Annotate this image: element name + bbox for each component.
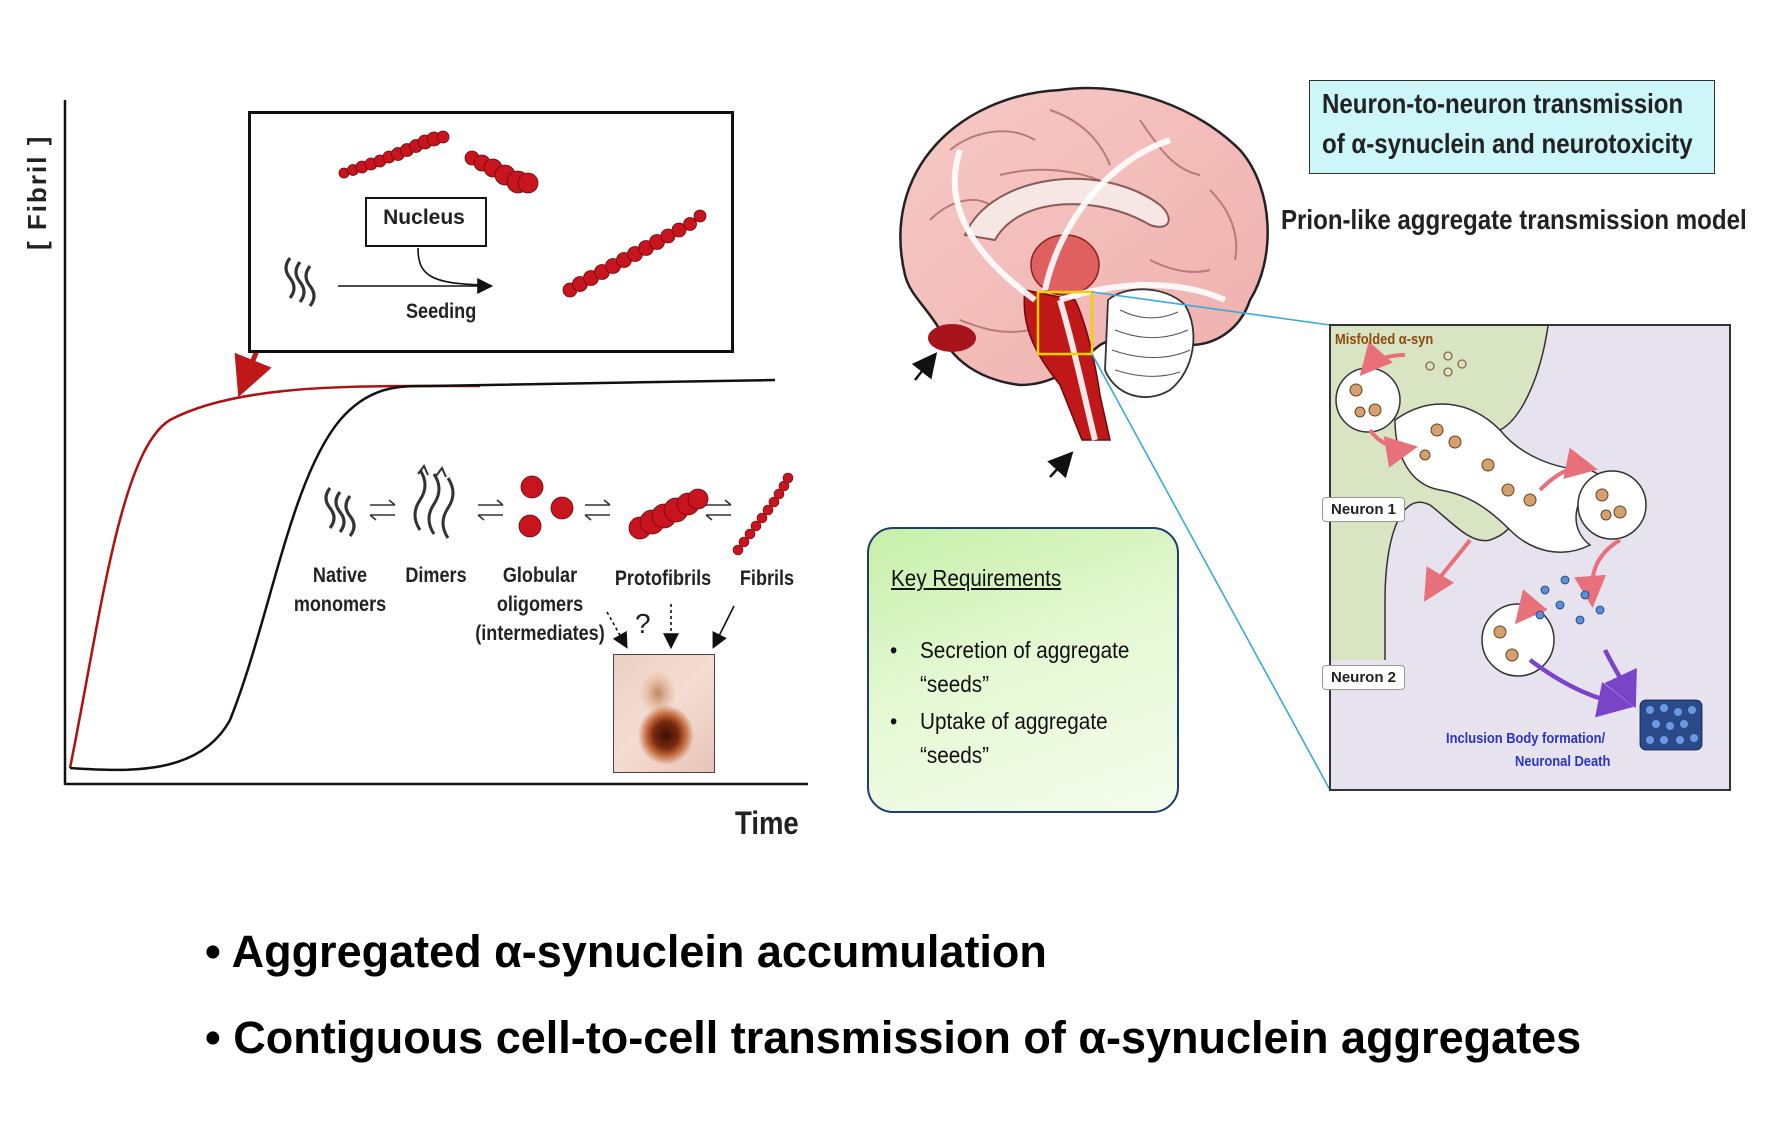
- dimers-icon: [413, 464, 455, 539]
- protofibrils-label: Protofibrils: [614, 567, 712, 590]
- dimers-label: Dimers: [405, 564, 467, 587]
- question-mark: ?: [635, 608, 651, 639]
- protofibrils-icon: [628, 488, 709, 540]
- heading-line-1: Neuron-to-neuron transmission: [1322, 88, 1684, 119]
- seeded-curve: [68, 384, 480, 769]
- summary-bullet-2: • Contiguous cell-to-cell transmission o…: [205, 1012, 1582, 1063]
- fibrils-label: Fibrils: [739, 567, 795, 590]
- key-item-2-line-1: Uptake of aggregate: [920, 708, 1108, 734]
- neuron-1-label: Neuron 1: [1322, 497, 1406, 522]
- seeding-label: Seeding: [406, 300, 477, 323]
- bullet-dot: •: [890, 708, 898, 734]
- key-item-1-line-2: “seeds”: [920, 671, 990, 697]
- key-requirements-box: [867, 527, 1179, 813]
- fibril-icon: [732, 472, 794, 556]
- globular-oligomers-icon: [518, 475, 574, 538]
- y-axis-label: [ Fibril ]: [22, 134, 52, 250]
- native-monomers-icon: [324, 487, 356, 537]
- key-requirements-title: Key Requirements: [891, 565, 1062, 591]
- brain-illustration: [899, 86, 1269, 479]
- unseeded-curve: [69, 378, 776, 772]
- model-title: Prion-like aggregate transmission model: [1281, 204, 1747, 235]
- neuron-panel: [1329, 324, 1731, 791]
- heading-box: [1309, 80, 1715, 174]
- heading-line-2: of α-synuclein and neurotoxicity: [1322, 128, 1693, 159]
- bullet-dot: •: [890, 637, 898, 663]
- summary-bullet-1: • Aggregated α-synuclein accumulation: [205, 926, 1047, 977]
- inclusion-label-line-1: Inclusion Body formation/: [1446, 730, 1606, 747]
- lewy-body-micrograph: [613, 654, 715, 773]
- nucleus-label: Nucleus: [383, 206, 465, 229]
- inclusion-label-line-2: Neuronal Death: [1515, 753, 1611, 770]
- equilibrium-arrows: [369, 499, 732, 521]
- seeding-inset-box: [248, 111, 734, 353]
- plot-axes: [63, 100, 808, 786]
- inset-arrow: [234, 347, 272, 398]
- focus-rectangle: [1036, 290, 1094, 356]
- micrograph-arrows: [606, 604, 735, 650]
- key-item-2-line-2: “seeds”: [920, 742, 990, 768]
- zoom-line-top: [1091, 291, 1331, 326]
- zoom-line-bottom: [1091, 353, 1331, 791]
- misfolded-label: Misfolded α-syn: [1335, 331, 1434, 348]
- x-axis-label: Time: [735, 805, 799, 841]
- native-monomers-label: Native monomers: [293, 564, 387, 616]
- globular-oligomers-label: Globular oligomers (intermediates): [475, 564, 605, 645]
- key-item-1-line-1: Secretion of aggregate: [920, 637, 1130, 663]
- nucleus-box: [365, 197, 487, 247]
- neuron-2-label: Neuron 2: [1322, 665, 1406, 690]
